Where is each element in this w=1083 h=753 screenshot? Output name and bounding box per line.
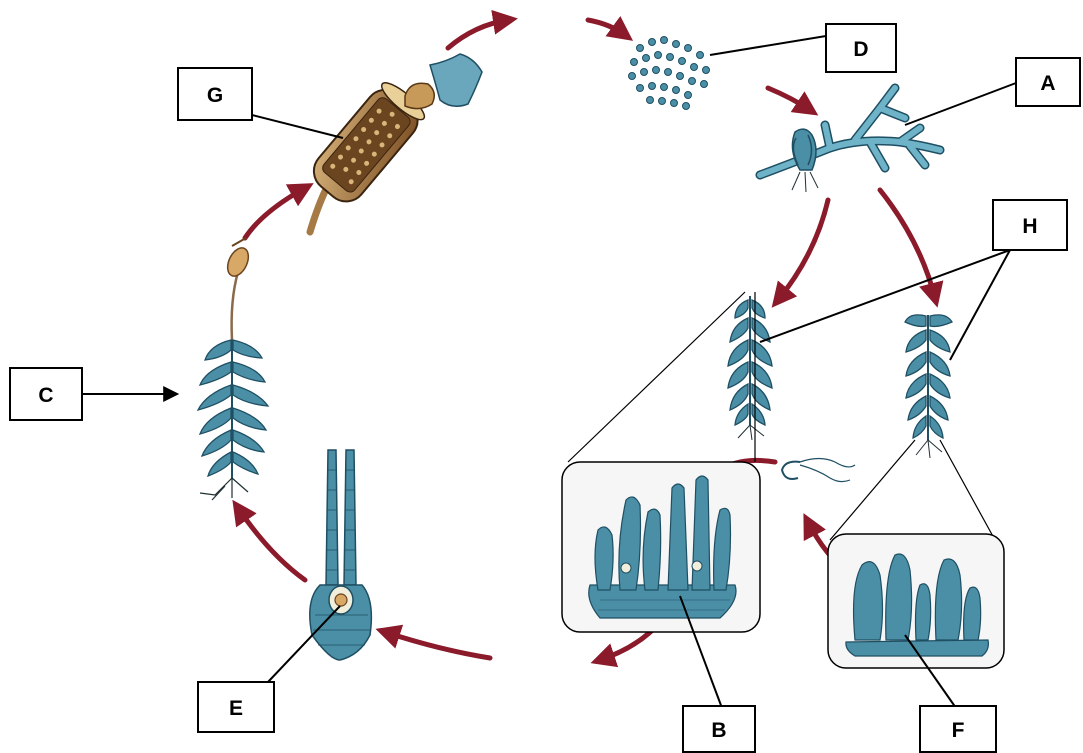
seta-top	[310, 185, 328, 232]
mature-sporophyte-plant	[198, 238, 268, 500]
seta	[232, 272, 238, 340]
calyptra	[430, 54, 482, 106]
label-c: C	[38, 384, 53, 407]
label-d: D	[853, 38, 868, 61]
arrow-to-zygote	[385, 632, 490, 658]
leader-a	[905, 83, 1016, 125]
label-g: G	[207, 84, 223, 107]
operculum	[405, 83, 434, 108]
label-box-d: D	[826, 24, 896, 72]
arrow-sporophyte-to-capsule	[245, 188, 305, 238]
male-gametophyte	[905, 315, 952, 458]
label-box-e: E	[198, 682, 274, 732]
label-f: F	[952, 719, 965, 742]
arrow-spores-to-protonema	[768, 88, 810, 110]
sporophyte-capsule	[224, 245, 253, 280]
label-a: A	[1040, 72, 1055, 95]
label-box-a: A	[1016, 58, 1080, 106]
label-box-c: C	[10, 368, 82, 420]
label-box-g: G	[178, 68, 252, 120]
label-h: H	[1022, 215, 1037, 238]
capsule	[306, 54, 482, 232]
arrow-protonema-to-gametophyte-right	[880, 190, 935, 298]
leader-h-2	[950, 250, 1010, 360]
arrow-capsule-to-spores-a	[448, 20, 508, 48]
sperm-cell	[782, 459, 855, 482]
spores-cluster	[629, 37, 710, 110]
antheridia-inset	[828, 440, 1004, 668]
label-e: E	[229, 697, 243, 720]
female-gametophyte	[728, 296, 772, 440]
arrow-capsule-to-spores-b	[588, 20, 625, 35]
archegonia-inset	[562, 292, 760, 632]
arrow-protonema-to-gametophyte-left	[778, 200, 828, 300]
protonema	[760, 88, 940, 192]
zygote	[335, 594, 347, 606]
label-b: B	[711, 719, 726, 742]
arrow-zygote-to-sporophyte	[238, 508, 305, 580]
protonema-bud	[792, 129, 816, 170]
label-box-f: F	[920, 706, 996, 752]
leader-h-1	[760, 250, 1010, 342]
label-box-b: B	[683, 706, 755, 752]
label-box-h: H	[993, 200, 1067, 250]
leader-d	[710, 36, 826, 55]
leader-g	[252, 115, 343, 138]
